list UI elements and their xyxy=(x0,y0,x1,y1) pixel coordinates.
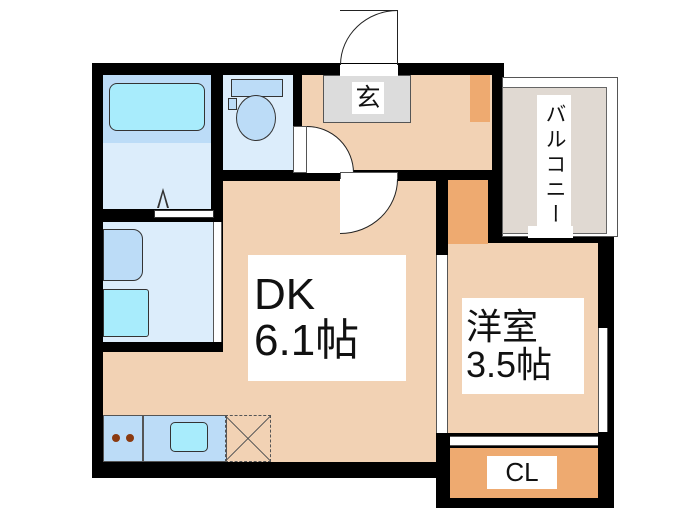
refrigerator-space xyxy=(225,415,271,462)
burner-right xyxy=(126,434,134,442)
western-label: 洋室 3.5帖 xyxy=(462,298,584,394)
washing-machine xyxy=(103,289,149,337)
entrance-label: 玄 xyxy=(352,82,384,114)
washbasin xyxy=(103,229,143,281)
western-storage-nook xyxy=(448,180,488,244)
closet-door[interactable] xyxy=(450,436,598,446)
bath-door[interactable] xyxy=(154,210,214,218)
western-room-upper xyxy=(488,243,598,248)
balcony-door[interactable] xyxy=(528,226,573,238)
entrance-door-opening[interactable] xyxy=(340,64,398,76)
toilet-handle xyxy=(228,98,237,110)
stove xyxy=(103,415,143,462)
dk-room-name: DK xyxy=(254,269,316,319)
bathtub xyxy=(109,83,205,131)
washroom-sliding-door[interactable] xyxy=(213,222,222,342)
dk-sliding-door[interactable] xyxy=(436,255,448,433)
shoe-cabinet xyxy=(470,75,490,122)
balcony-label: バルコニー xyxy=(537,95,571,235)
western-window[interactable] xyxy=(598,328,608,432)
bath-door-marker-inner xyxy=(159,193,167,208)
dk-label: DK 6.1帖 xyxy=(248,255,406,381)
western-room-size: 3.5帖 xyxy=(466,344,553,385)
toilet-seat xyxy=(236,95,276,141)
sink xyxy=(170,422,208,452)
burner-left xyxy=(112,434,120,442)
toilet-door[interactable] xyxy=(293,126,307,173)
western-room-name: 洋室 xyxy=(466,306,539,348)
dk-room-size: 6.1帖 xyxy=(254,316,360,365)
closet-label: CL xyxy=(487,456,557,489)
